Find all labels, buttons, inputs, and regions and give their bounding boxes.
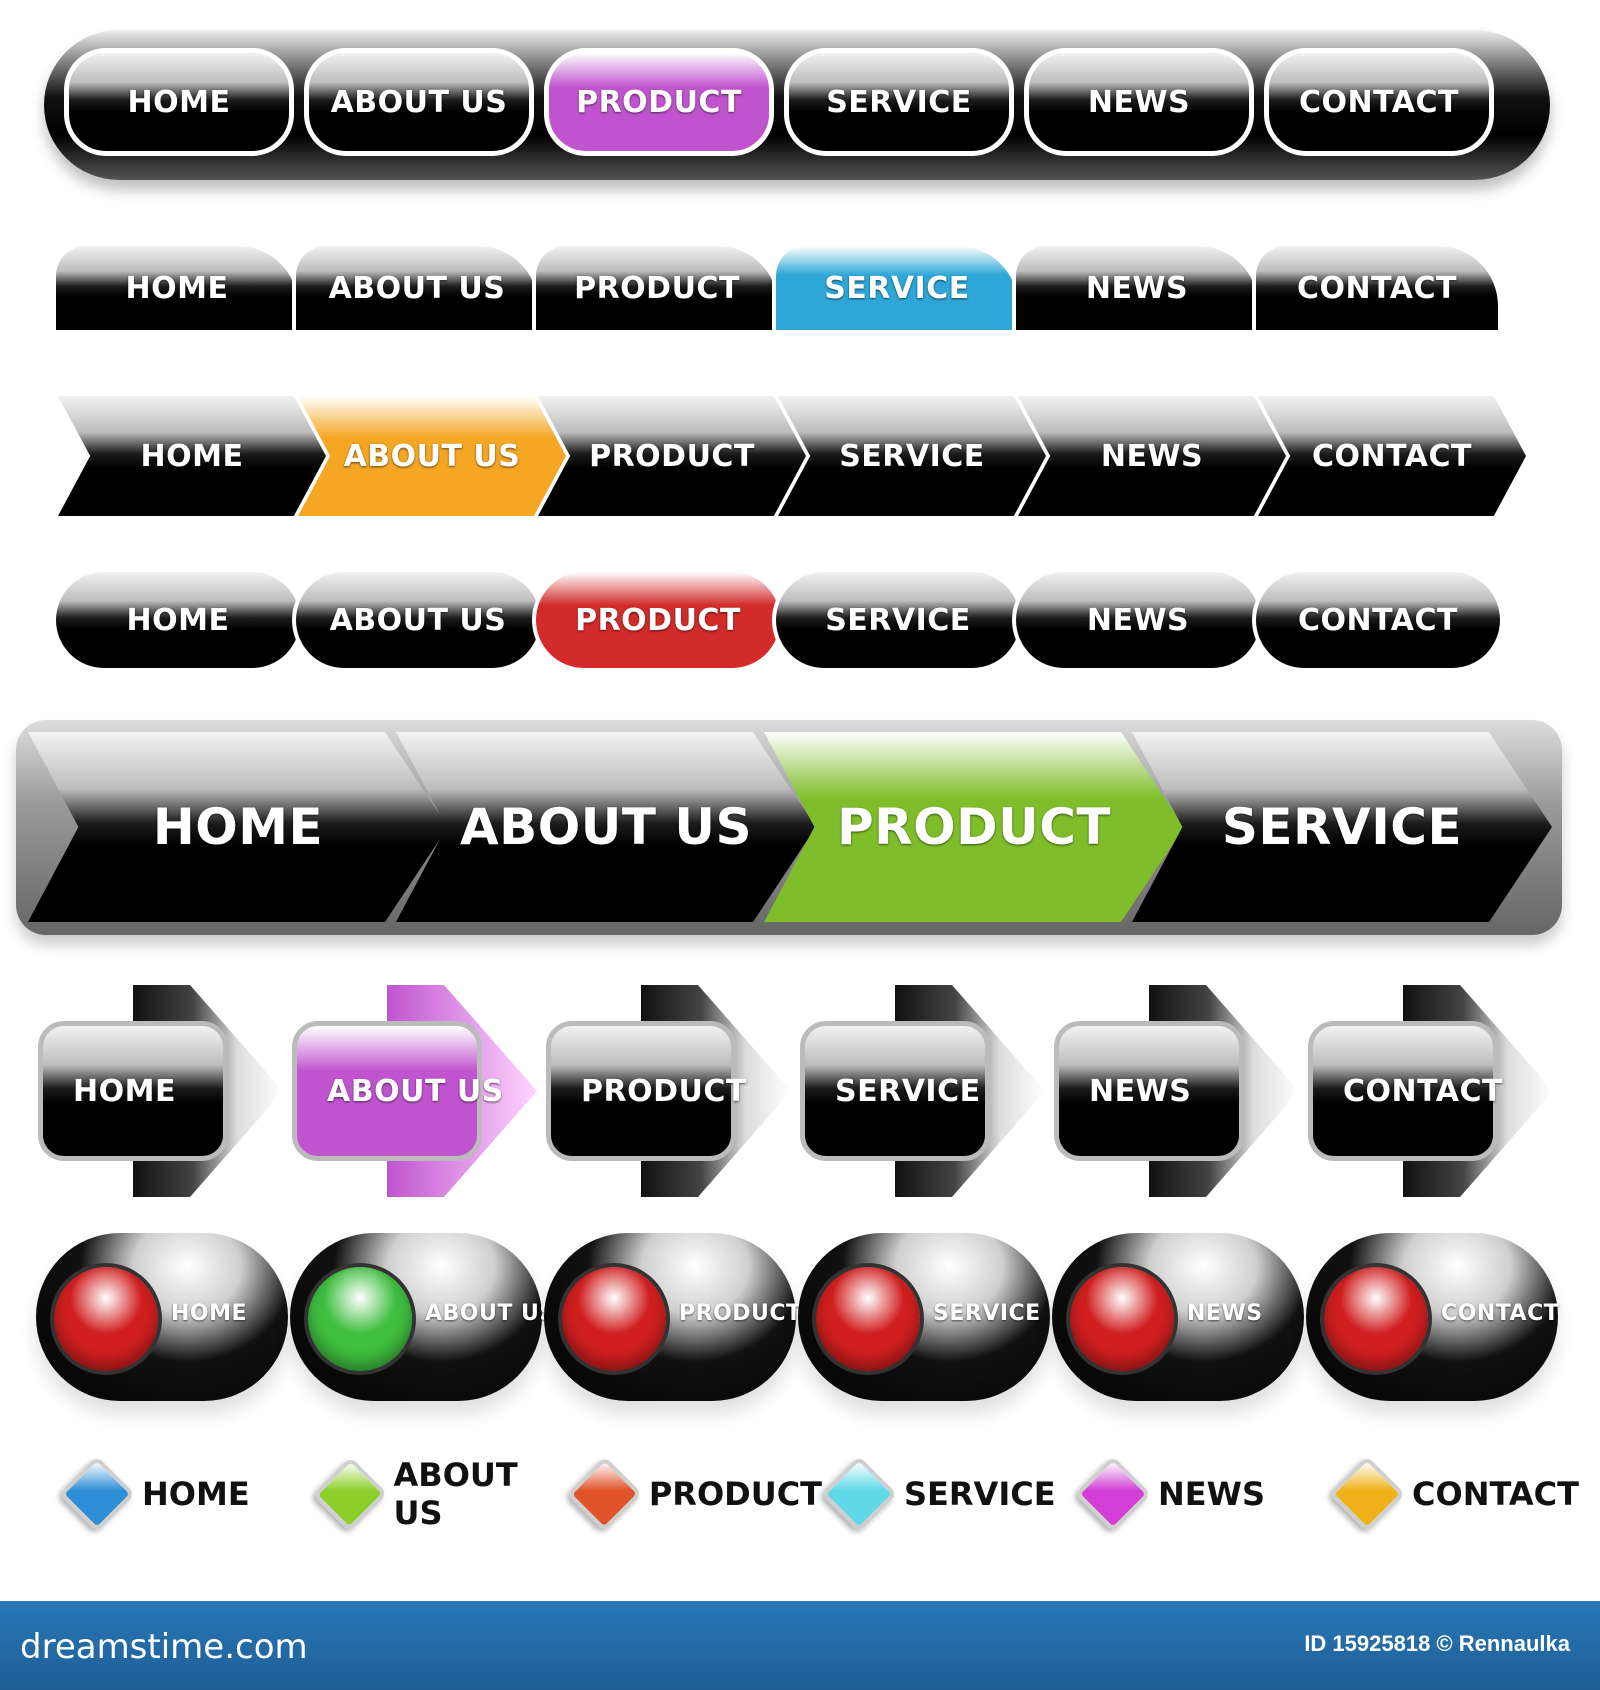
diamond-icon	[566, 1456, 643, 1532]
menu8-contact-link[interactable]: CONTACT	[1328, 1455, 1584, 1533]
diamond-icon	[312, 1456, 388, 1532]
brand-watermark-text: dreamstime.com	[20, 1627, 308, 1667]
menu7-home-label: HOME	[171, 1301, 248, 1326]
menu-row-1: HOME ABOUT US PRODUCT SERVICE NEWS CONTA…	[0, 30, 1600, 200]
menu6-contact-label: CONTACT	[1308, 1021, 1502, 1161]
menu8-product-label: PRODUCT	[648, 1475, 822, 1513]
menu1-about-button[interactable]: ABOUT US	[304, 48, 534, 156]
menu8-home-link[interactable]: HOME	[58, 1455, 314, 1533]
menu5-service-chevron[interactable]: SERVICE	[1132, 732, 1552, 922]
menu7-contact-label: CONTACT	[1441, 1301, 1560, 1326]
diamond-icon	[58, 1455, 136, 1533]
menu6-service-arrow[interactable]: SERVICE	[800, 985, 1045, 1197]
menu1-home-button[interactable]: HOME	[64, 48, 294, 156]
menu8-service-link[interactable]: SERVICE	[820, 1455, 1076, 1533]
menu6-product-label: PRODUCT	[546, 1021, 746, 1161]
menu2-about-tab[interactable]: ABOUT US	[292, 242, 542, 330]
menu6-home-label: HOME	[38, 1021, 228, 1161]
footer-bar: dreamstime.com ID 15925818 © Rennaulka	[0, 1601, 1600, 1690]
menu8-home-label: HOME	[142, 1475, 250, 1513]
menu4-contact-button[interactable]: CONTACT	[1252, 568, 1504, 672]
menu8-contact-label: CONTACT	[1412, 1475, 1579, 1513]
menu6-home-arrow[interactable]: HOME	[38, 985, 283, 1197]
menu7-contact-button[interactable]: CONTACT	[1306, 1233, 1560, 1401]
menu-row-3: HOME ABOUT US PRODUCT SERVICE NEWS CONTA…	[0, 396, 1600, 521]
menu-row-2: HOME ABOUT US PRODUCT SERVICE NEWS CONTA…	[0, 242, 1600, 334]
image-id-credit: ID 15925818 © Rennaulka	[1304, 1631, 1570, 1656]
menu6-news-label: NEWS	[1054, 1021, 1244, 1161]
menu8-news-label: NEWS	[1158, 1475, 1265, 1513]
menu1-product-button[interactable]: PRODUCT	[544, 48, 774, 156]
menu5-about-chevron[interactable]: ABOUT US	[396, 732, 816, 922]
menu4-news-button[interactable]: NEWS	[1012, 568, 1264, 672]
menu3-contact-chevron[interactable]: CONTACT	[1258, 396, 1526, 516]
menu4-product-button[interactable]: PRODUCT	[532, 568, 784, 672]
menu6-service-label: SERVICE	[800, 1021, 990, 1161]
menu8-service-label: SERVICE	[904, 1475, 1056, 1513]
menu7-home-button[interactable]: HOME	[36, 1233, 288, 1401]
diamond-icon	[820, 1455, 898, 1533]
menu3-about-chevron[interactable]: ABOUT US	[298, 396, 566, 516]
menu5-product-chevron[interactable]: PRODUCT	[764, 732, 1184, 922]
menu2-home-tab[interactable]: HOME	[52, 242, 302, 330]
menu1-contact-button[interactable]: CONTACT	[1264, 48, 1494, 156]
menu4-about-button[interactable]: ABOUT US	[292, 568, 544, 672]
menu7-about-label: ABOUT US	[425, 1301, 556, 1326]
menu6-about-label: ABOUT US	[292, 1021, 503, 1161]
menu8-product-link[interactable]: PRODUCT	[566, 1456, 822, 1532]
menu8-about-label: ABOUT US	[393, 1456, 518, 1532]
menu7-about-button[interactable]: ABOUT US	[290, 1233, 555, 1401]
menu-row-6: HOME ABOUT US PRODUCT SERVICE NEWS CONTA…	[0, 985, 1600, 1200]
menu7-news-button[interactable]: NEWS	[1052, 1233, 1304, 1401]
menu4-home-button[interactable]: HOME	[52, 568, 304, 672]
menu2-news-tab[interactable]: NEWS	[1012, 242, 1262, 330]
menu-row-7: HOME ABOUT US PRODUCT SERVICE NEWS CONTA…	[0, 1233, 1600, 1403]
menu6-product-arrow[interactable]: PRODUCT	[546, 985, 791, 1197]
menu3-service-chevron[interactable]: SERVICE	[778, 396, 1046, 516]
menu2-service-tab[interactable]: SERVICE	[772, 242, 1022, 330]
menu-row-8: HOME ABOUT US PRODUCT SERVICE NEWS CONTA…	[0, 1455, 1600, 1536]
menu6-contact-arrow[interactable]: CONTACT	[1308, 985, 1553, 1197]
indicator-light-icon	[562, 1267, 666, 1371]
menu8-about-link[interactable]: ABOUT US	[312, 1456, 568, 1532]
menu2-contact-tab[interactable]: CONTACT	[1252, 242, 1502, 330]
menu7-service-label: SERVICE	[933, 1301, 1041, 1326]
diamond-icon	[1074, 1455, 1152, 1533]
menu-row-4: HOME ABOUT US PRODUCT SERVICE NEWS CONTA…	[0, 568, 1600, 676]
diamond-icon	[1328, 1455, 1406, 1533]
menu2-product-tab[interactable]: PRODUCT	[532, 242, 782, 330]
menu8-news-link[interactable]: NEWS	[1074, 1455, 1330, 1533]
indicator-light-icon	[1324, 1267, 1428, 1371]
menu3-home-chevron[interactable]: HOME	[58, 396, 326, 516]
menu1-service-button[interactable]: SERVICE	[784, 48, 1014, 156]
menu3-news-chevron[interactable]: NEWS	[1018, 396, 1286, 516]
indicator-light-icon	[1070, 1267, 1174, 1371]
menu7-news-label: NEWS	[1187, 1301, 1263, 1326]
menu7-product-button[interactable]: PRODUCT	[544, 1233, 801, 1401]
menu5-home-chevron[interactable]: HOME	[28, 732, 448, 922]
menu6-news-arrow[interactable]: NEWS	[1054, 985, 1299, 1197]
menu4-service-button[interactable]: SERVICE	[772, 568, 1024, 672]
menu6-about-arrow[interactable]: ABOUT US	[292, 985, 537, 1197]
menu-row-5: HOME ABOUT US PRODUCT SERVICE	[0, 720, 1600, 940]
menu7-service-button[interactable]: SERVICE	[798, 1233, 1050, 1401]
menu7-product-label: PRODUCT	[679, 1301, 802, 1326]
menu1-news-button[interactable]: NEWS	[1024, 48, 1254, 156]
menu3-product-chevron[interactable]: PRODUCT	[538, 396, 806, 516]
indicator-light-icon	[816, 1267, 920, 1371]
indicator-light-icon	[308, 1267, 412, 1371]
indicator-light-icon	[54, 1267, 158, 1371]
